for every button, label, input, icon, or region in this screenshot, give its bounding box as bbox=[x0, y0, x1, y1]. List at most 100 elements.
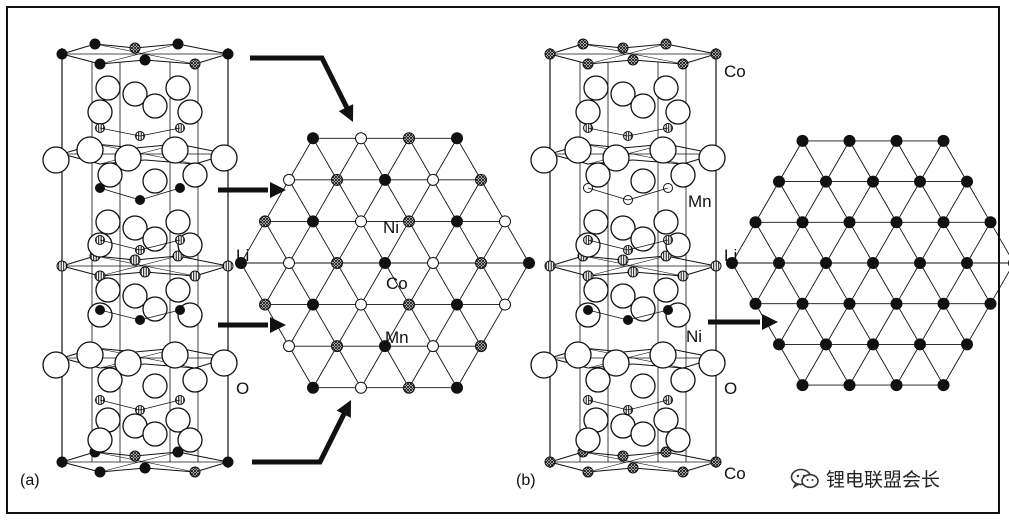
crystal-column-a bbox=[42, 38, 238, 478]
layer-edge bbox=[94, 255, 196, 277]
lattice-bond bbox=[943, 344, 968, 386]
lattice-bond bbox=[802, 262, 827, 304]
atom-o bbox=[630, 296, 656, 322]
lattice-bond bbox=[825, 303, 850, 345]
layer-edge bbox=[549, 265, 589, 277]
atom-o bbox=[610, 81, 636, 107]
lattice-bond bbox=[432, 138, 458, 181]
atom-o bbox=[182, 367, 208, 393]
wechat-icon bbox=[790, 468, 819, 489]
lattice-bond bbox=[943, 140, 968, 182]
bond-line bbox=[139, 127, 181, 137]
atom-ni bbox=[307, 215, 319, 228]
lattice-bond bbox=[384, 179, 410, 222]
arrow-top-a-head bbox=[338, 104, 354, 122]
atom-ni bbox=[379, 340, 391, 353]
layer-edge bbox=[144, 271, 196, 277]
atom-ni bbox=[379, 257, 391, 269]
atom-o bbox=[42, 146, 70, 174]
atom-ni bbox=[307, 132, 319, 145]
atom-o bbox=[177, 427, 203, 453]
layer-edge bbox=[144, 467, 196, 473]
layer-edge bbox=[622, 255, 667, 261]
atom-mn bbox=[427, 340, 439, 353]
atom-ni bbox=[139, 54, 151, 66]
lattice-bond bbox=[896, 181, 921, 223]
atom-o bbox=[122, 215, 148, 241]
lattice-bond bbox=[336, 304, 362, 347]
atom-co bbox=[129, 42, 141, 54]
arrow-ni-a-head bbox=[270, 182, 286, 198]
lattice-bond bbox=[432, 262, 458, 305]
bond-line bbox=[627, 127, 669, 137]
lattice-bond bbox=[288, 138, 314, 181]
atom-mn bbox=[355, 132, 367, 145]
lattice-bond bbox=[802, 222, 827, 264]
atom-co bbox=[627, 462, 639, 474]
layer-edge bbox=[177, 43, 229, 55]
atom-ni bbox=[796, 379, 809, 392]
lattice-bond bbox=[896, 222, 921, 264]
atom-o bbox=[575, 427, 601, 453]
atom-o bbox=[161, 341, 189, 369]
lattice-bond bbox=[336, 345, 362, 388]
atom-ni bbox=[914, 257, 926, 269]
atom-o bbox=[649, 341, 677, 369]
layer-edge bbox=[194, 265, 229, 277]
atom-o bbox=[161, 136, 189, 164]
atom-co bbox=[259, 298, 271, 311]
atom-o bbox=[630, 421, 656, 447]
lattice-bond bbox=[312, 345, 338, 388]
atom-ni bbox=[451, 215, 463, 228]
lattice-bond bbox=[896, 303, 921, 345]
atom-li bbox=[544, 260, 556, 272]
atom-ni bbox=[451, 298, 463, 311]
atom-o bbox=[665, 99, 691, 125]
lattice-bond bbox=[408, 138, 434, 181]
lattice-bond bbox=[480, 221, 506, 264]
atom-co bbox=[544, 48, 556, 60]
atom-ni bbox=[796, 216, 809, 229]
atom-o bbox=[602, 144, 630, 172]
arrow-top-a bbox=[250, 55, 351, 112]
atom-li bbox=[222, 260, 234, 272]
atom-o bbox=[698, 349, 726, 377]
atom-o bbox=[87, 99, 113, 125]
layer-edge bbox=[682, 53, 717, 65]
atom-o bbox=[575, 99, 601, 125]
lattice-bond bbox=[778, 222, 803, 264]
layer-edge bbox=[177, 255, 229, 267]
atom-co bbox=[710, 456, 722, 468]
watermark-text: 锂电联盟会长 bbox=[826, 469, 941, 491]
atom-o bbox=[114, 144, 142, 172]
lattice-bond bbox=[896, 262, 921, 304]
atom-mn bbox=[283, 257, 295, 269]
atom-o bbox=[665, 427, 691, 453]
atom-co bbox=[577, 38, 589, 50]
atom-ni bbox=[56, 456, 68, 468]
atom-ni bbox=[172, 38, 184, 50]
atom-co bbox=[403, 215, 415, 228]
lattice-bond bbox=[825, 222, 850, 264]
atom-o bbox=[653, 75, 679, 101]
layer-edge bbox=[99, 451, 179, 473]
lattice-bond bbox=[456, 345, 482, 388]
atom-ni bbox=[94, 58, 106, 70]
atom-o bbox=[97, 367, 123, 393]
atom-co bbox=[403, 298, 415, 311]
atom-co bbox=[403, 132, 415, 145]
atom-ni bbox=[890, 216, 903, 229]
lattice-bond bbox=[849, 262, 874, 304]
bond-line bbox=[587, 399, 629, 411]
lattice-bond bbox=[919, 222, 944, 264]
lattice-bond bbox=[919, 181, 944, 223]
lattice-bond bbox=[240, 262, 266, 305]
atom-li bbox=[129, 254, 141, 266]
layer-edge bbox=[582, 43, 624, 49]
atom-co bbox=[582, 58, 594, 70]
atom-ni bbox=[820, 175, 832, 188]
atom-ni bbox=[961, 338, 973, 351]
lattice-bond bbox=[778, 262, 803, 304]
atom-ni bbox=[890, 379, 903, 392]
bond-line bbox=[587, 239, 629, 251]
